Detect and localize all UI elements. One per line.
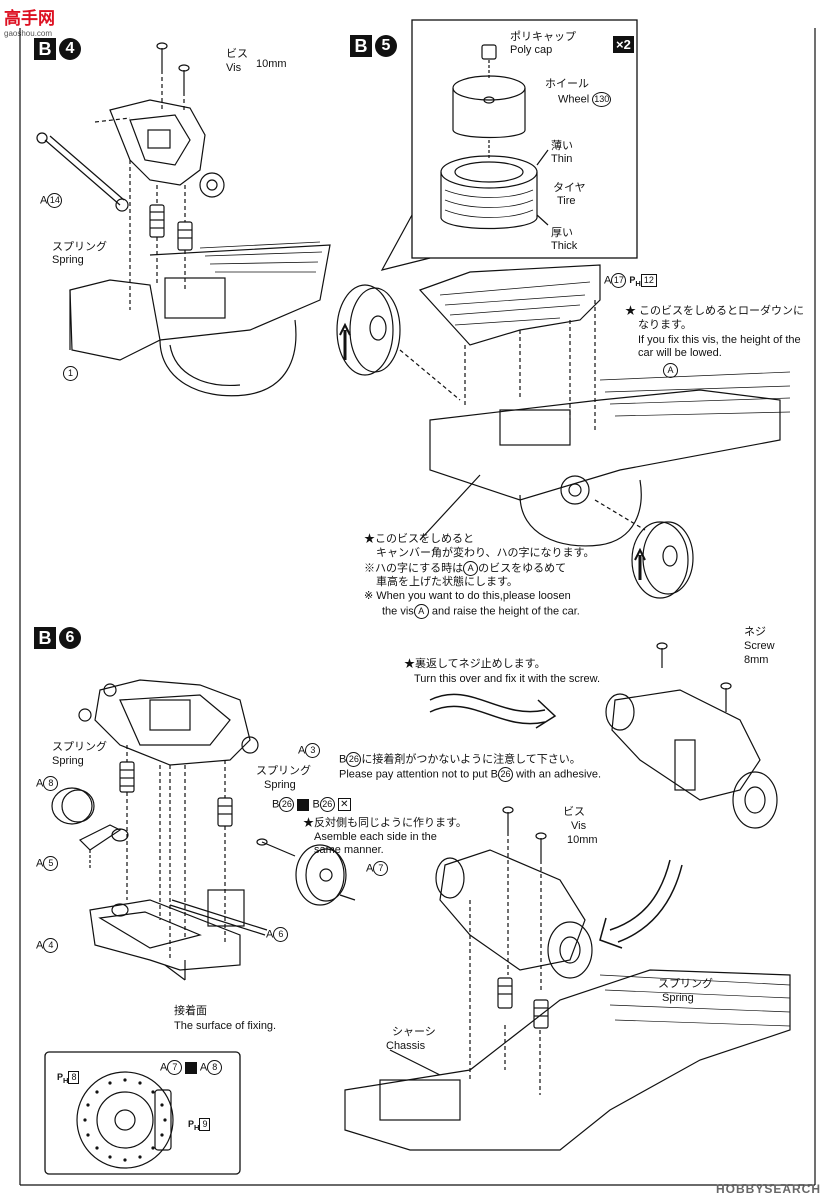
b5-polycap-en: Poly cap <box>510 44 553 56</box>
b5-label-a: A <box>663 363 678 378</box>
b5-note1-en2: car will be lowed. <box>638 347 722 359</box>
step-b4-badge: B 4 <box>34 38 81 60</box>
b5-wheel-jp: ホイール <box>545 78 589 90</box>
watermark-sub: gaoshou.com <box>4 29 53 38</box>
b6-side-en1: Asemble each side in the <box>314 831 437 843</box>
b6-vis-en: Vis <box>571 820 587 832</box>
b5-tire-en: Tire <box>557 195 576 207</box>
b6-turn-en: Turn this over and fix it with the screw… <box>414 673 601 685</box>
b6-spring-left-en: Spring <box>52 755 84 767</box>
b4-part-1: 1 <box>63 366 78 381</box>
step-b6-badge: B 6 <box>34 627 81 649</box>
b4-vis-en: Vis <box>226 62 242 74</box>
b6-fix-jp: 接着面 <box>174 1005 207 1017</box>
b5-thick-en: Thick <box>551 240 578 252</box>
footer-watermark: HOBBYSEARCH <box>715 1182 821 1196</box>
b4-vis-jp: ビス <box>226 48 248 60</box>
b6-spring-right-jp: スプリング <box>256 765 311 777</box>
b6-spring-bottom-jp: スプリング <box>658 978 713 990</box>
b5-thick-jp: 厚い <box>551 227 573 239</box>
b6-chassis-en: Chassis <box>386 1040 426 1052</box>
step-letter: B <box>34 627 56 649</box>
b5-note1-en1: If you fix this vis, the height of the <box>638 334 801 346</box>
step-number: 5 <box>375 35 397 57</box>
b5-tire-jp: タイヤ <box>553 182 586 194</box>
b6-spring-right-en: Spring <box>264 779 296 791</box>
b6-screw-en: Screw <box>744 640 775 652</box>
b6-spring-left-jp: スプリング <box>52 741 107 753</box>
b6-vis-jp: ビス <box>563 806 585 818</box>
step-letter: B <box>350 35 372 57</box>
watermark-brand: 高手网 <box>4 9 55 28</box>
b6-screw-size: 8mm <box>744 654 769 666</box>
step-number: 4 <box>59 38 81 60</box>
b6-vis-size: 10mm <box>567 834 598 846</box>
b5-note2-jp1: ★このビスをしめると <box>364 533 474 545</box>
b5-qty-badge: ×2 <box>613 36 634 53</box>
b4-springs <box>129 160 193 310</box>
b6-chassis-jp: シャーシ <box>392 1026 436 1038</box>
b6-fix-en: The surface of fixing. <box>174 1020 277 1032</box>
step-letter: B <box>34 38 56 60</box>
step-number: 6 <box>59 627 81 649</box>
b5-note2-jp2: キャンバー角が変わり、ハの字になります。 <box>376 547 595 559</box>
b4-spring-en: Spring <box>52 254 84 266</box>
b5-polycap-jp: ポリキャップ <box>510 31 576 43</box>
b4-spring-jp: スプリング <box>52 241 107 253</box>
b4-screws <box>156 42 190 112</box>
b6-turn-jp: ★裏返してネジ止めします。 <box>404 658 546 670</box>
b6-side-jp: ★反対側も同じように作ります。 <box>303 817 467 829</box>
b6-side-en2: same manner. <box>314 844 384 856</box>
step-b5-badge: B 5 <box>350 35 397 57</box>
b5-note1-jp2: なります。 <box>638 319 692 331</box>
b5-note2-en1: ※ When you want to do this,please loosen <box>364 590 571 602</box>
b5-note2-jp4: 車高を上げた状態にします。 <box>376 576 518 588</box>
b5-thin-en: Thin <box>551 153 573 165</box>
b6-screw-jp: ネジ <box>744 626 766 638</box>
b5-thin-jp: 薄い <box>551 140 573 152</box>
b6-spring-bottom-en: Spring <box>662 992 694 1004</box>
b5-wheel-en: Wheel 130 <box>558 92 612 107</box>
b4-vis-size: 10mm <box>256 58 287 70</box>
site-watermark: 高手网 gaoshou.com <box>4 4 55 38</box>
b5-note1-jp1: ★ このビスをしめるとローダウンに <box>625 305 805 317</box>
